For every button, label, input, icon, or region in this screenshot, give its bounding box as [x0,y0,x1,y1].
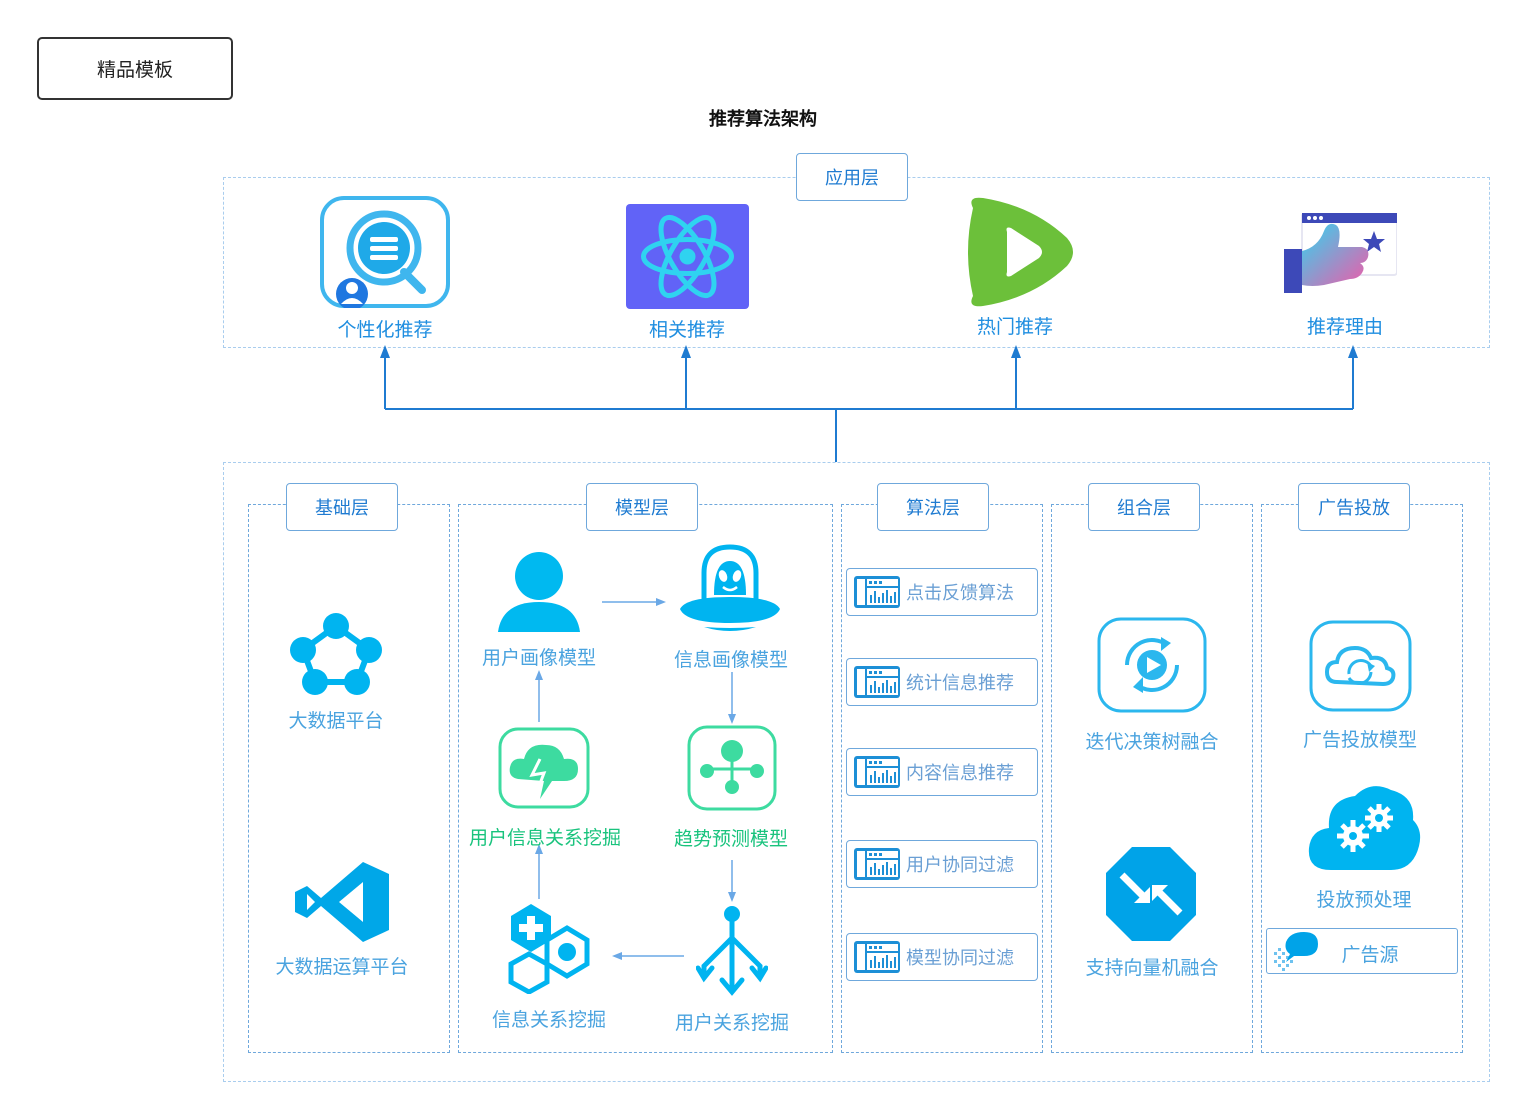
combo-item-label: 支持向量机融合 [1085,957,1219,979]
network-icon [289,612,383,696]
cloud-gear-icon [1307,780,1423,876]
merge-arrows-icon [1106,847,1196,941]
algo-item: 点击反馈算法 [846,568,1038,616]
thumbs-up-icon [1284,213,1397,295]
chat-bubble-icon [1272,930,1322,972]
model-layer-header: 模型层 [586,483,698,531]
model-flow-arrows [535,598,736,960]
algo-item: 内容信息推荐 [846,748,1038,796]
app-item-label: 推荐理由 [1306,316,1383,338]
algo-item-label: 用户协同过滤 [906,855,1014,876]
cloud-lightning-icon [498,727,590,809]
algo-item-label: 模型协同过滤 [906,948,1014,969]
algo-layer-header: 算法层 [877,483,989,531]
user-icon [498,550,580,632]
alien-ufo-icon [680,543,780,633]
dashboard-chart-icon [853,847,901,881]
app-item-label: 热门推荐 [976,316,1053,338]
lower-frame [223,462,1490,1082]
algo-item-label: 点击反馈算法 [906,583,1014,604]
template-button[interactable]: 精品模板 [37,37,233,100]
fork-arrows-icon [696,904,768,998]
app-item-label: 个性化推荐 [337,319,433,341]
play-icon [963,196,1076,308]
dashboard-chart-icon [853,665,901,699]
model-item-label: 趋势预测模型 [673,828,788,850]
ad-layer-header: 广告投放 [1298,483,1410,531]
cloud-sync-icon [1309,620,1412,712]
algo-item: 用户协同过滤 [846,840,1038,888]
model-item-label: 用户关系挖掘 [674,1012,789,1034]
refresh-play-icon [1097,617,1207,713]
hexagon-molecule-icon [503,902,593,994]
base-item-label: 大数据平台 [288,710,384,732]
ad-item-label: 投放预处理 [1316,889,1412,911]
model-item-label: 信息关系挖掘 [491,1009,606,1031]
algo-item-label: 内容信息推荐 [906,763,1014,784]
ad-item-label: 广告投放模型 [1302,729,1417,751]
algo-item-label: 统计信息推荐 [906,673,1014,694]
algo-item: 统计信息推荐 [846,658,1038,706]
base-layer-header: 基础层 [286,483,398,531]
model-item-label: 用户信息关系挖掘 [468,827,621,849]
chat-user-icon [320,196,450,308]
model-item-label: 信息画像模型 [673,649,788,671]
app-layer-header: 应用层 [796,153,908,201]
atom-icon [626,204,749,309]
base-item-label: 大数据运算平台 [275,956,409,978]
dashboard-chart-icon [853,755,901,789]
ad-item-label: 广告源 [1341,944,1399,966]
combo-item-label: 迭代决策树融合 [1085,731,1219,753]
dashboard-chart-icon [853,575,901,609]
dashboard-chart-icon [853,940,901,974]
diagram-title: 推荐算法架构 [709,109,817,130]
app-item-label: 相关推荐 [648,319,725,341]
algo-item: 模型协同过滤 [846,933,1038,981]
model-item-label: 用户画像模型 [481,647,596,669]
visual-studio-icon [295,862,389,942]
combo-layer-header: 组合层 [1088,483,1200,531]
share-node-icon [687,725,777,811]
